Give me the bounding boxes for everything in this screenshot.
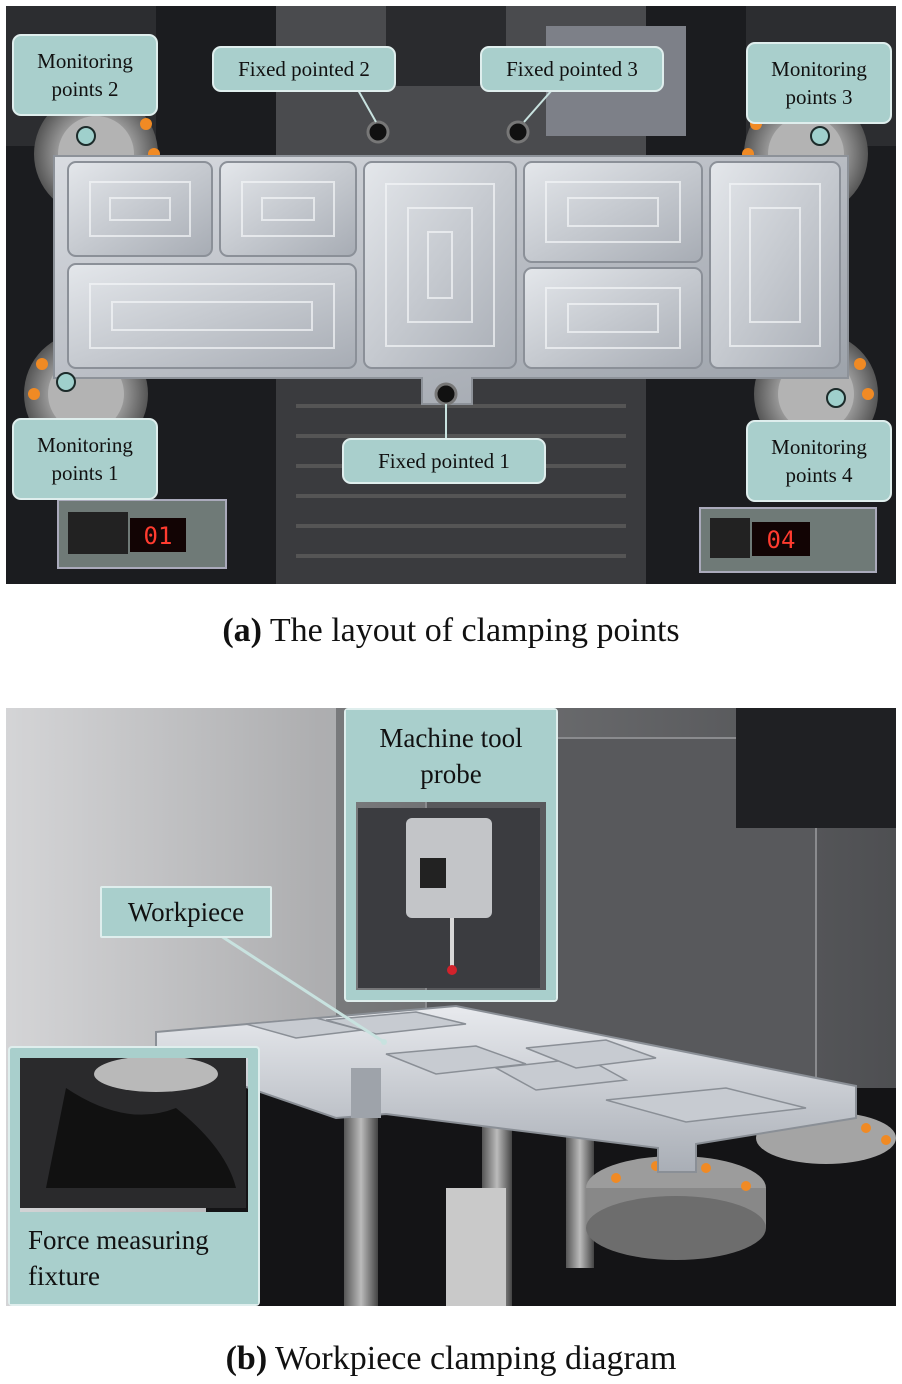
monitoring-marker-3: [810, 126, 830, 146]
fixed-pin-2: [366, 120, 390, 144]
fixed-pin-3: [506, 120, 530, 144]
callout-fixed-pointed-2: Fixed pointed 2: [212, 46, 396, 92]
fixed-pin-1: [434, 382, 458, 406]
callout-monitoring-points-2: Monitoring points 2: [12, 34, 158, 116]
callout-fixed-pointed-1: Fixed pointed 1: [342, 438, 546, 484]
clamping-diagram-photo: Machine tool probe Workpiece Force measur…: [6, 708, 896, 1306]
clamping-layout-photo: 01 04 Monitoring points 2 Fixed pointed 2…: [6, 6, 896, 584]
caption-b-text: Workpiece clamping diagram: [267, 1340, 677, 1377]
caption-b-tag: (b): [225, 1340, 268, 1377]
monitoring-marker-4: [826, 388, 846, 408]
workpiece-plate-3d: [155, 1004, 857, 1173]
callout-monitoring-points-4: Monitoring points 4: [746, 420, 892, 502]
callout-line: points 2: [51, 77, 119, 101]
callout-line: Monitoring: [771, 57, 867, 81]
callout-line: Monitoring: [37, 433, 133, 457]
callout-line: points 3: [785, 85, 853, 109]
monitoring-marker-2: [76, 126, 96, 146]
callout-text: Fixed pointed 3: [506, 57, 638, 81]
callout-line: points 1: [51, 461, 119, 485]
callout-line: Monitoring: [37, 49, 133, 73]
callout-line: Machine tool: [379, 723, 523, 753]
left-readout: 01: [144, 522, 173, 550]
callout-line: points 4: [785, 463, 853, 487]
callout-line: fixture: [28, 1261, 100, 1291]
callout-line: Monitoring: [771, 435, 867, 459]
callout-monitoring-points-1: Monitoring points 1: [12, 418, 158, 500]
caption-a-tag: (a): [222, 612, 262, 649]
caption-b: (b) Workpiece clamping diagram: [0, 1340, 902, 1378]
callout-text: Fixed pointed 1: [378, 449, 510, 473]
caption-a: (a) The layout of clamping points: [0, 612, 902, 650]
callout-text: Workpiece: [127, 897, 245, 927]
callout-workpiece: Workpiece: [100, 886, 272, 938]
workpiece-leader-line: [217, 932, 385, 1044]
display-right: [699, 507, 877, 573]
right-readout: 04: [767, 526, 796, 554]
callout-line: probe: [420, 759, 482, 789]
callout-line: Force measuring: [28, 1225, 209, 1255]
workpiece-plate: [53, 155, 849, 405]
caption-a-text: The layout of clamping points: [261, 612, 680, 649]
callout-text: Fixed pointed 2: [238, 57, 370, 81]
callout-force-measuring-fixture: Force measuring fixture: [10, 1212, 258, 1304]
callout-monitoring-points-3: Monitoring points 3: [746, 42, 892, 124]
callout-machine-tool-probe: Machine tool probe: [346, 710, 556, 802]
display-left: [57, 499, 227, 569]
monitoring-marker-1: [56, 372, 76, 392]
clamping-diagram-scene: [6, 708, 896, 1306]
callout-fixed-pointed-3: Fixed pointed 3: [480, 46, 664, 92]
